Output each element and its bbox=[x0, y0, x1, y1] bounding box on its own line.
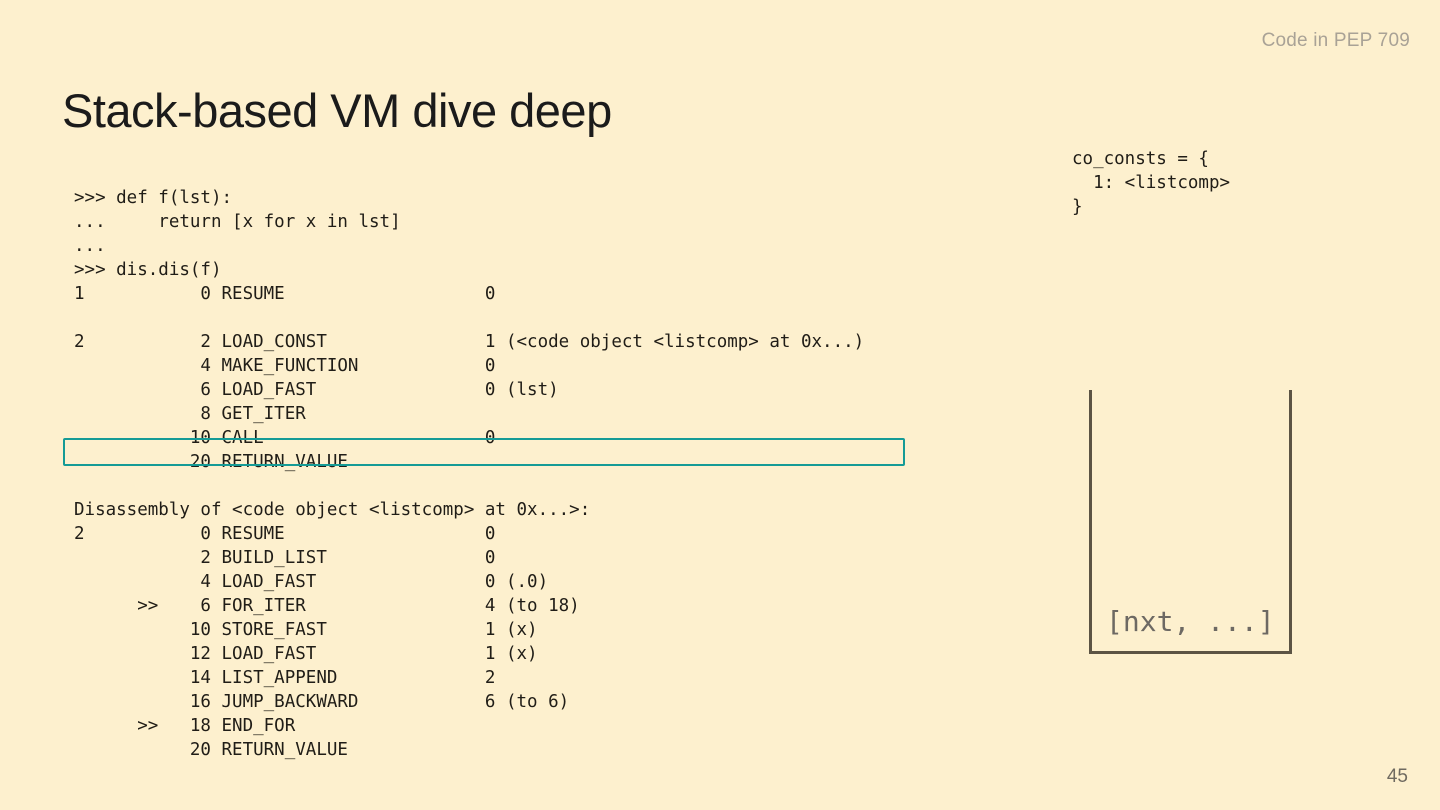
code-line: 20 RETURN_VALUE bbox=[74, 452, 348, 472]
code-line: 14 LIST_APPEND 2 bbox=[74, 668, 496, 688]
code-line: 10 CALL 0 bbox=[74, 428, 496, 448]
code-line: 6 LOAD_FAST 0 (lst) bbox=[74, 380, 559, 400]
page-number: 45 bbox=[1386, 766, 1408, 787]
page-title: Stack-based VM dive deep bbox=[62, 84, 612, 137]
code-line: 4 LOAD_FAST 0 (.0) bbox=[74, 572, 549, 592]
code-line: Disassembly of <code object <listcomp> a… bbox=[74, 500, 591, 520]
code-line: 2 BUILD_LIST 0 bbox=[74, 548, 496, 568]
co-consts-line: } bbox=[1072, 197, 1083, 217]
value-stack-cell-label: [nxt, ...] bbox=[1106, 604, 1275, 638]
co-consts-line: co_consts = { bbox=[1072, 149, 1209, 169]
co-consts-code: co_consts = { 1: <listcomp>} bbox=[1072, 147, 1230, 219]
code-line: >> 18 END_FOR bbox=[74, 716, 296, 736]
code-line: ... bbox=[74, 236, 106, 256]
code-line: 12 LOAD_FAST 1 (x) bbox=[74, 644, 538, 664]
code-line bbox=[74, 306, 864, 330]
code-line: 16 JUMP_BACKWARD 6 (to 6) bbox=[74, 692, 570, 712]
code-line: 4 MAKE_FUNCTION 0 bbox=[74, 356, 496, 376]
value-stack-diagram: [nxt, ...] bbox=[1089, 390, 1292, 654]
slide-kicker: Code in PEP 709 bbox=[1261, 30, 1410, 51]
code-line: 2 2 LOAD_CONST 1 (<code object <listcomp… bbox=[74, 332, 865, 352]
code-line: 1 0 RESUME 0 bbox=[74, 284, 496, 304]
code-line bbox=[74, 474, 864, 498]
value-stack-cell: [nxt, ...] bbox=[1092, 591, 1289, 651]
code-line: 8 GET_ITER bbox=[74, 404, 306, 424]
code-line: >>> def f(lst): bbox=[74, 188, 233, 208]
code-line: >> 6 FOR_ITER 4 (to 18) bbox=[74, 596, 580, 616]
code-line: ... return [x for x in lst] bbox=[74, 212, 401, 232]
code-line: >>> dis.dis(f) bbox=[74, 260, 222, 280]
code-line: 10 STORE_FAST 1 (x) bbox=[74, 620, 538, 640]
code-line: 20 RETURN_VALUE bbox=[74, 740, 348, 760]
repl-disassembly-code: >>> def f(lst): ... return [x for x in ls… bbox=[74, 186, 864, 762]
co-consts-line: 1: <listcomp> bbox=[1072, 173, 1231, 193]
code-line: 2 0 RESUME 0 bbox=[74, 524, 496, 544]
